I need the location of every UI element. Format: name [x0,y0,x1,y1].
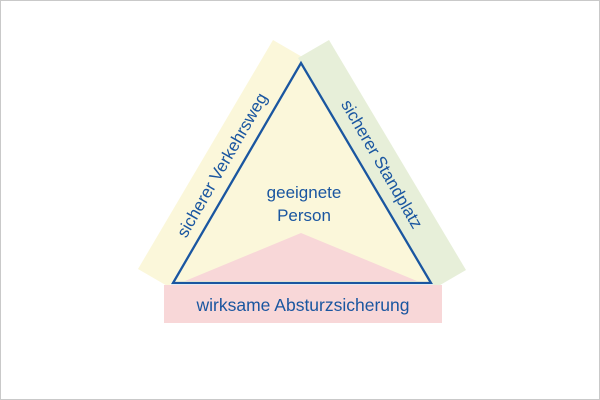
inner-pink-triangle [185,233,417,281]
center-label-line1: geeignete [267,183,342,202]
bottom-band-label: wirksame Absturzsicherung [196,295,410,315]
center-label-line2: Person [277,206,331,225]
bottom-band-absturzsicherung [164,285,442,323]
left-band-verkehrsweg [138,40,304,287]
triangle-outline [171,60,434,285]
triangle-interior [173,63,431,283]
right-band-standplatz [298,40,466,288]
